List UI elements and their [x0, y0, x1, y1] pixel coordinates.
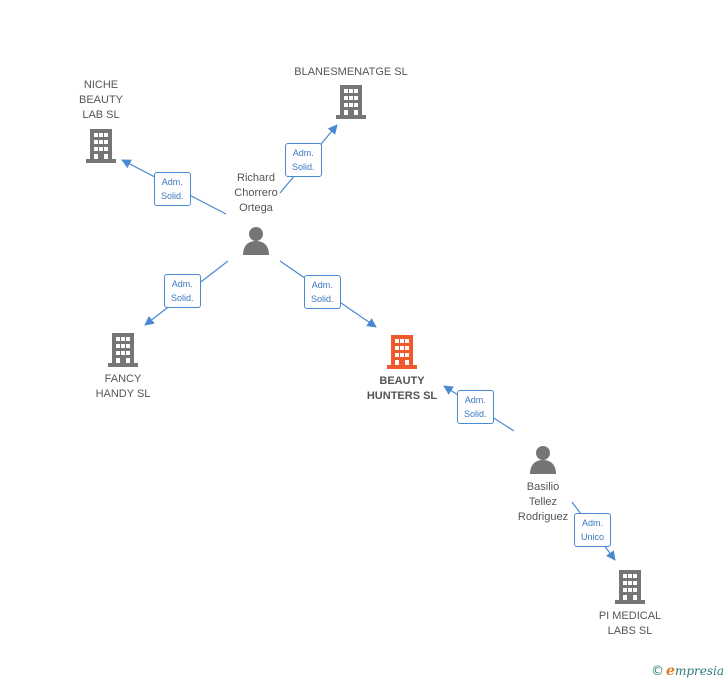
edge-label-richard-to-niche[interactable]: Adm. Solid. — [154, 172, 191, 206]
fancy-label-line: HANDY SL — [95, 388, 151, 400]
edge-label-line: Adm. — [464, 395, 486, 405]
niche-label-line: LAB SL — [82, 109, 120, 121]
edge-label-line: Adm. — [161, 177, 183, 187]
edge-label-line: Solid. — [171, 293, 194, 303]
basilio-label-line: Basilio — [526, 481, 560, 493]
blanes-label-line: BLANESMENATGE SL — [294, 66, 408, 78]
edge-label-line: Adm. — [311, 280, 333, 290]
edge-label-line: Solid. — [311, 294, 334, 304]
brand-name: mpresia — [674, 664, 724, 678]
edge-label-richard-to-beauty[interactable]: Adm. Solid. — [304, 275, 341, 309]
pimedical-label-line: PI MEDICAL — [598, 610, 662, 622]
pimedical-label-line: LABS SL — [607, 625, 653, 637]
beauty-building-icon[interactable] — [387, 335, 417, 369]
fancy-label[interactable]: FANCY HANDY SL — [96, 372, 151, 402]
brand-initial: e — [666, 663, 675, 679]
edge-label-basilio-to-beauty[interactable]: Adm. Solid. — [457, 390, 494, 424]
edge-label-line: Solid. — [292, 162, 315, 172]
beauty-label-line: HUNTERS SL — [366, 390, 438, 402]
edge-label-richard-to-fancy[interactable]: Adm. Solid. — [164, 274, 201, 308]
richard-label-line: Chorrero — [234, 187, 278, 199]
copyright-symbol: © — [651, 664, 665, 679]
niche-building-icon[interactable] — [86, 129, 116, 163]
niche-label-line: BEAUTY — [78, 94, 124, 106]
basilio-person-icon[interactable] — [530, 446, 556, 474]
niche-label[interactable]: NICHE BEAUTY LAB SL — [79, 78, 123, 123]
empresia-logo: ©empresia — [651, 663, 724, 679]
basilio-label-line: Tellez — [528, 496, 558, 508]
basilio-label-line: Rodriguez — [517, 511, 569, 523]
blanes-label[interactable]: BLANESMENATGE SL — [294, 65, 408, 80]
pimedical-building-icon[interactable] — [615, 570, 645, 604]
richard-person-icon[interactable] — [243, 227, 269, 255]
edge-label-line: Adm. — [582, 518, 604, 528]
niche-label-line: NICHE — [83, 79, 119, 91]
edge-label-line: Adm. — [292, 148, 314, 158]
fancy-building-icon[interactable] — [108, 333, 138, 367]
richard-label-line: Richard — [237, 172, 275, 184]
edge-label-line: Adm. — [171, 279, 193, 289]
beauty-label-line: BEAUTY — [379, 375, 425, 387]
pimedical-label[interactable]: PI MEDICAL LABS SL — [599, 609, 661, 639]
edge-label-line: Solid. — [464, 409, 487, 419]
fancy-label-line: FANCY — [104, 373, 142, 385]
edge-label-basilio-to-pimedical[interactable]: Adm. Unico — [574, 513, 612, 547]
blanes-building-icon[interactable] — [336, 85, 366, 119]
edge-label-line: Solid. — [161, 191, 184, 201]
edge-label-richard-to-blanes[interactable]: Adm. Solid. — [285, 143, 322, 177]
richard-label-line: Ortega — [239, 202, 273, 214]
edge-label-line: Unico — [581, 532, 605, 542]
beauty-label[interactable]: BEAUTY HUNTERS SL — [367, 374, 437, 404]
